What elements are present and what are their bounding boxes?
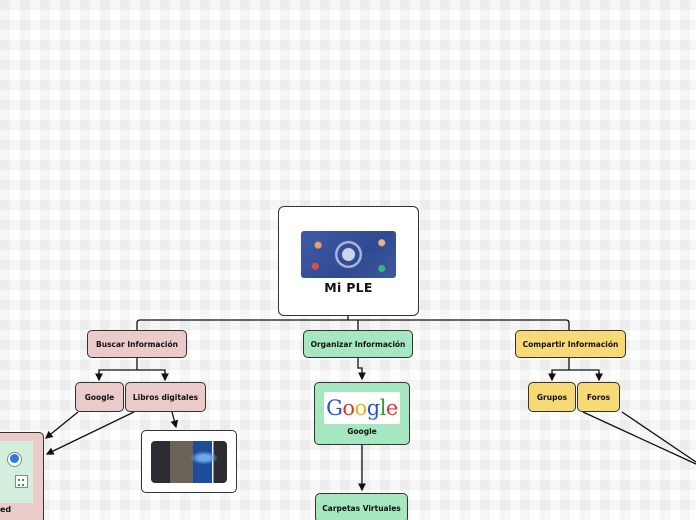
network-diagram-image [0, 441, 33, 503]
root-node[interactable]: Mi PLE [278, 206, 419, 316]
branch-organizar-informacion[interactable]: Organizar Información [303, 330, 413, 358]
branch-label: Compartir Información [522, 339, 619, 349]
root-title: Mi PLE [324, 280, 373, 295]
branch-compartir-informacion[interactable]: Compartir Información [515, 330, 626, 358]
node-libros-digitales[interactable]: Libros digitales [125, 382, 206, 412]
node-label: Carpetas Virtuales [322, 503, 401, 513]
node-libros-image[interactable] [141, 430, 237, 493]
branch-buscar-informacion[interactable]: Buscar Información [87, 330, 187, 358]
root-image [301, 231, 396, 278]
node-label: Libros digitales [132, 392, 199, 402]
digital-books-image [151, 440, 227, 483]
node-red-label-partial: ed [0, 505, 12, 514]
branch-label: Buscar Información [96, 339, 178, 349]
node-carpetas-virtuales[interactable]: Carpetas Virtuales [315, 493, 408, 520]
node-foros[interactable]: Foros [577, 382, 620, 412]
node-label: Google [347, 426, 377, 436]
node-label: Grupos [536, 392, 568, 402]
node-label: Google [84, 392, 115, 402]
branch-label: Organizar Información [310, 339, 406, 349]
node-google-buscar[interactable]: Google [75, 382, 124, 412]
node-label: Foros [586, 392, 611, 402]
node-grupos[interactable]: Grupos [528, 382, 576, 412]
